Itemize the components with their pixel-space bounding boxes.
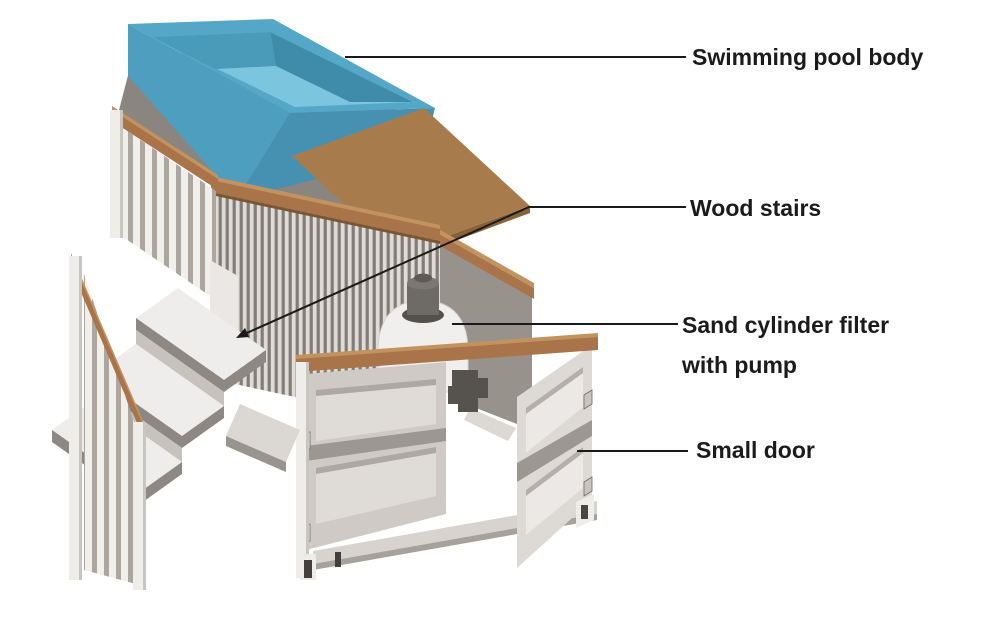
stair-railing-post-right-shade [143, 422, 146, 590]
foot-left [304, 560, 312, 578]
leader-lines [236, 56, 688, 452]
deck-handrail-highlight [112, 106, 218, 180]
door-corner-post-shade [306, 362, 309, 578]
stair-riser-1 [136, 330, 224, 406]
stair-base-ledge [226, 404, 300, 462]
left-door-panel-upper-shadow [316, 379, 436, 396]
stair-railing-post-right [133, 422, 146, 590]
left-door-band [306, 428, 446, 461]
stair-base-ledge-edge [226, 436, 286, 472]
door-corner-post [296, 362, 309, 578]
stair-handrail [71, 257, 143, 437]
stair-tread-2-edge [94, 374, 224, 448]
pool-inner-wall-left [152, 32, 276, 69]
stair-handrail-highlight [71, 253, 143, 426]
filter-cap-knob [414, 273, 432, 283]
door-rail-highlight [296, 333, 598, 360]
label-swimming-pool-body: Swimming pool body [692, 44, 924, 70]
left-door [297, 362, 446, 550]
door-rail [296, 337, 598, 372]
right-door-panel-upper-shadow [526, 367, 583, 414]
wall-trim-shadow [211, 192, 440, 244]
leader-wood-stairs-arrowhead [236, 328, 249, 338]
wood-plank-top [292, 108, 530, 254]
wall-trim-highlight [211, 176, 440, 230]
deck-railing [110, 106, 218, 300]
pool-inner-wall-right [270, 32, 413, 102]
right-door-hinge-bottom [583, 476, 593, 497]
right-door-foot [581, 505, 588, 519]
pump [448, 370, 488, 412]
right-door-hinge-top [583, 389, 593, 410]
deck-handrail [112, 110, 218, 190]
label-small-door: Small door [696, 437, 815, 463]
right-door-band [517, 420, 592, 482]
left-door-panel-upper [316, 379, 436, 441]
foot-middle [335, 552, 341, 567]
end-wall-trim [428, 228, 534, 299]
right-door-panel-lower [526, 447, 583, 535]
stair-railing-post-left [69, 256, 82, 580]
floor-wedge [464, 408, 516, 441]
small-door-section [296, 333, 598, 580]
deck-railing-post-shade [120, 110, 123, 238]
right-door-open [517, 345, 594, 568]
stair-tread-3-edge [52, 430, 182, 504]
left-door-panel-lower-shadow [316, 447, 436, 474]
deck-railing-pickets [114, 122, 216, 300]
label-wood-stairs: Wood stairs [690, 195, 822, 221]
label-sand-cylinder-filter: Sand cylinder filter with pump [682, 305, 889, 385]
stair-tread-1 [136, 288, 266, 380]
right-door-panel-upper [526, 367, 583, 453]
deck-railing-post [110, 110, 123, 238]
stair-railing-pickets [84, 274, 136, 584]
label-sand-cylinder-filter-line2: with pump [682, 352, 797, 378]
stair-tread-1-edge [136, 318, 266, 392]
label-sand-cylinder-filter-line1: Sand cylinder filter [682, 312, 890, 338]
wall-trim [211, 180, 440, 241]
leader-wood-stairs [239, 206, 686, 337]
pool-outer-wall-left [128, 24, 290, 199]
stair-railing [69, 253, 146, 590]
swimming-pool-body [128, 19, 435, 199]
stair-tread-2 [94, 344, 224, 436]
right-door-panel-lower-shadow [526, 447, 583, 496]
stair-railing-post-left-shade [79, 256, 82, 580]
